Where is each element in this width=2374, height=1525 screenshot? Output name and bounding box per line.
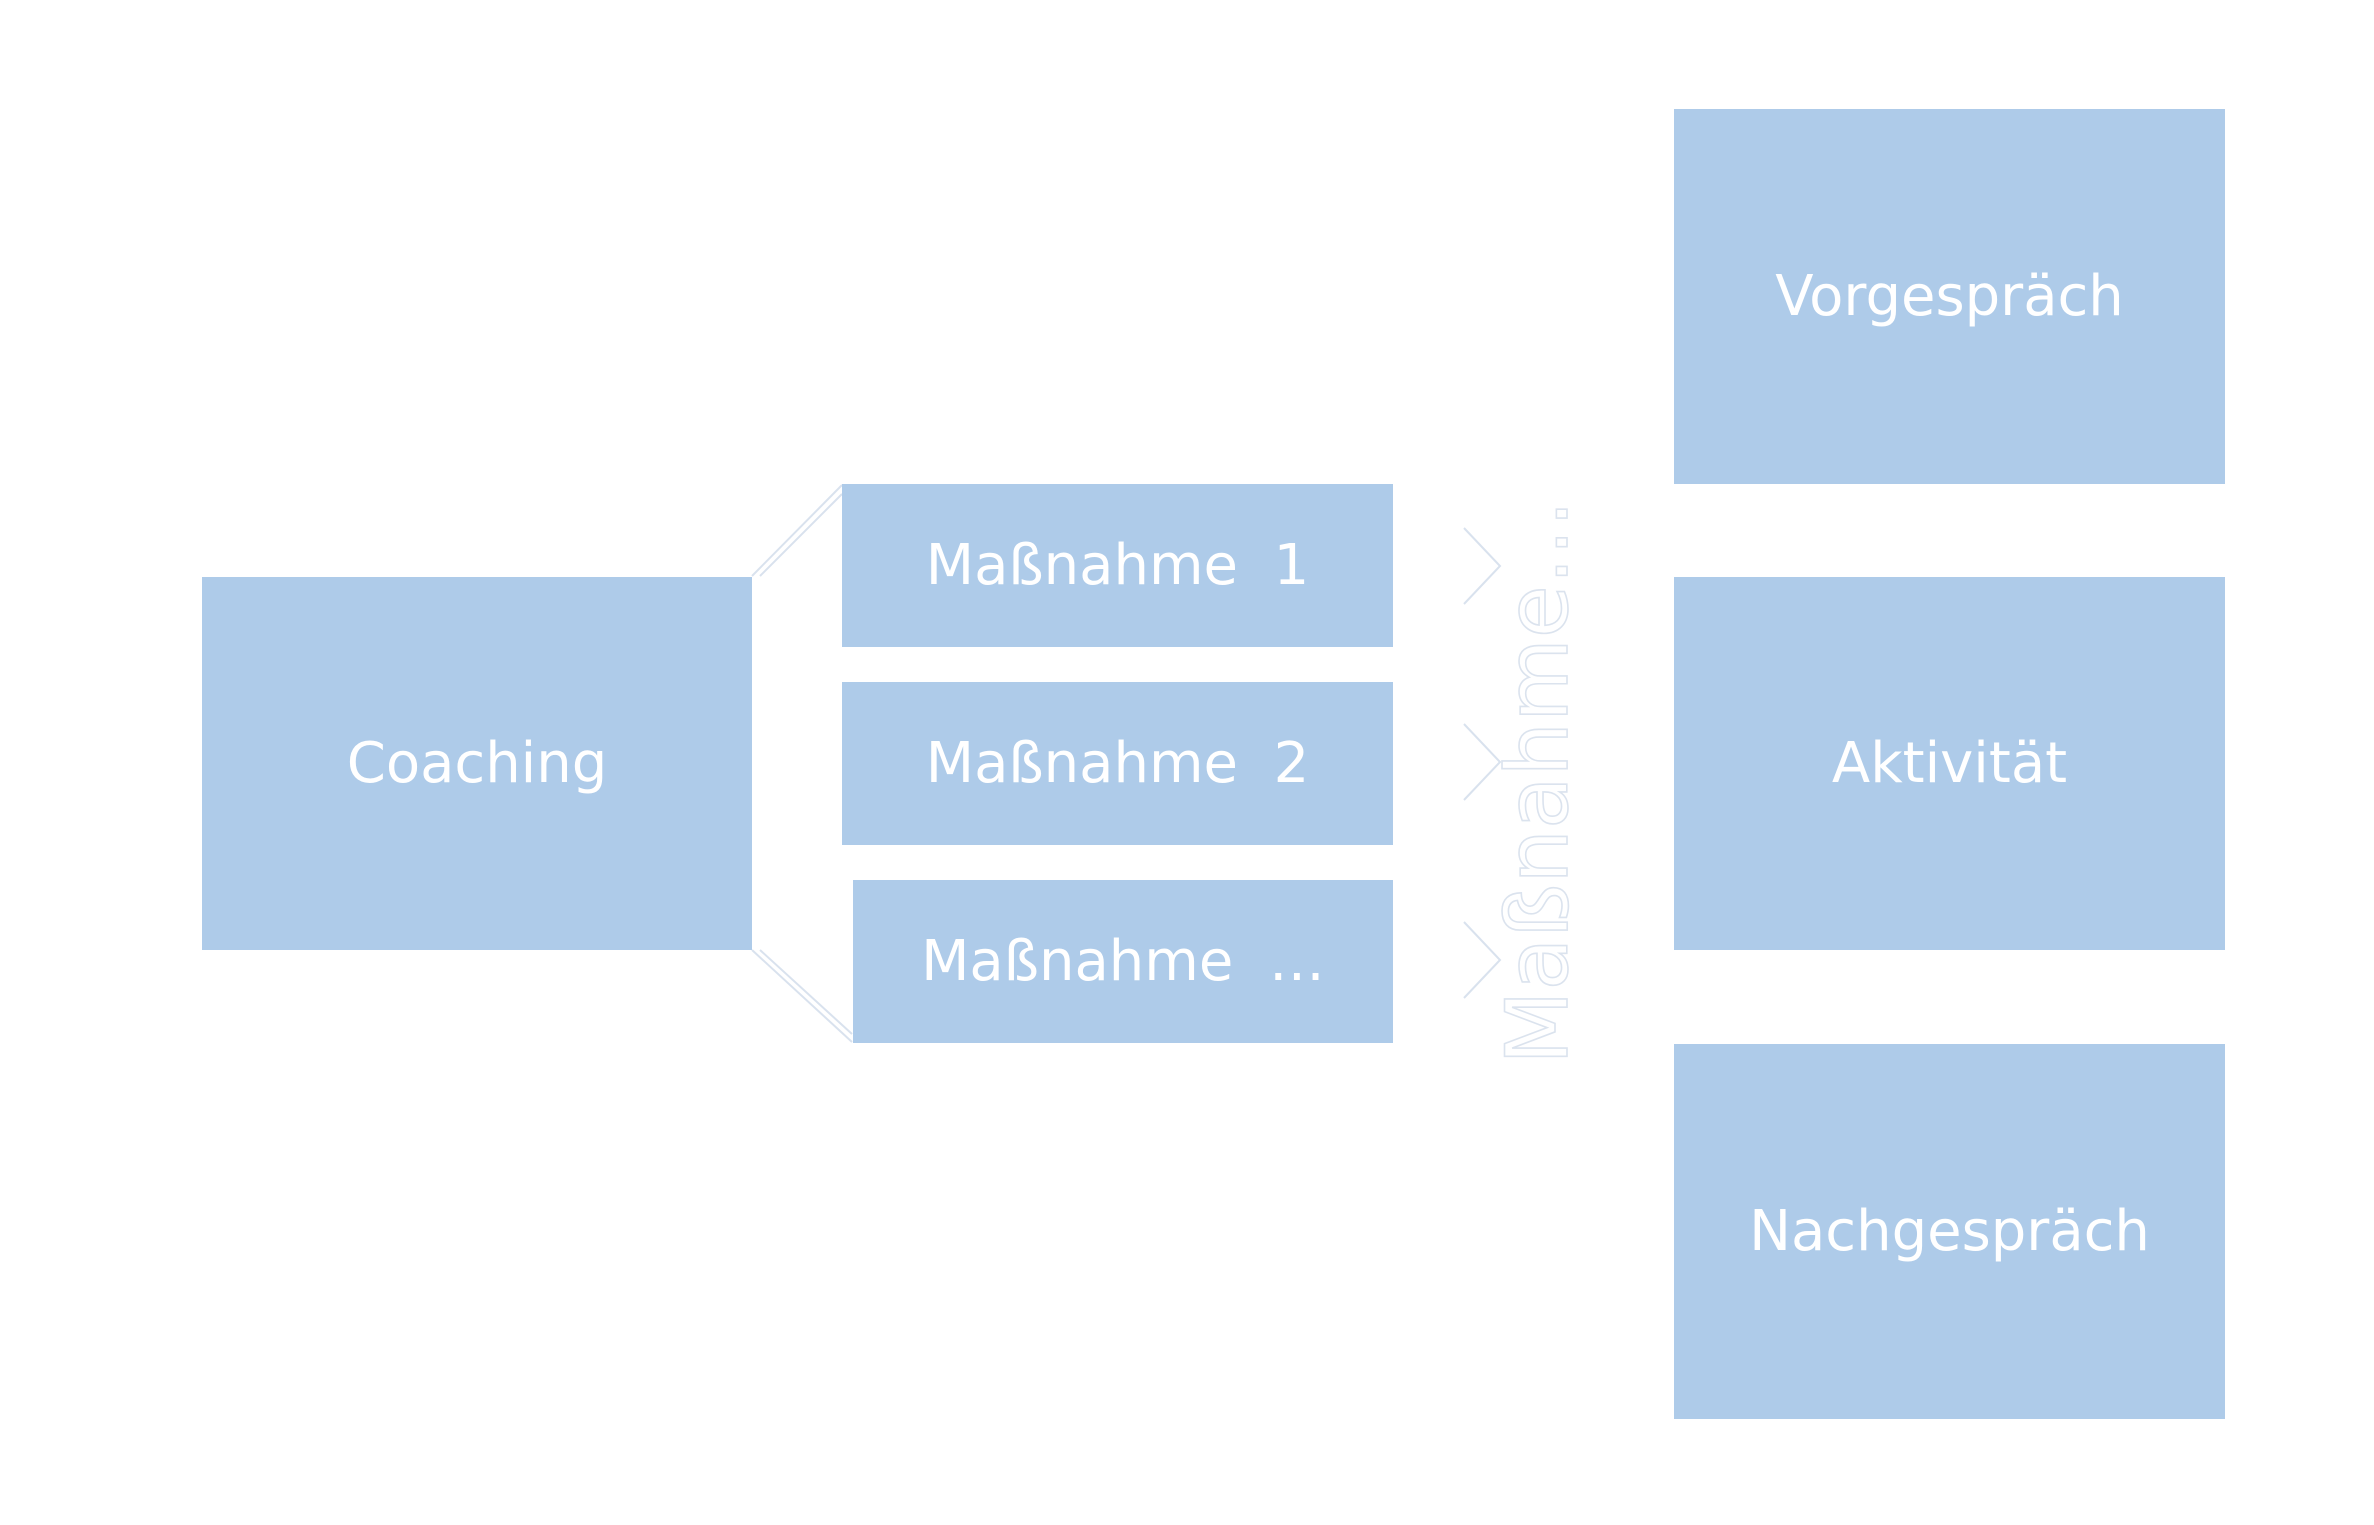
coaching-label: Coaching — [346, 731, 608, 796]
measure-label-3: Maßnahme … — [921, 929, 1325, 994]
connector-line-top-inner — [759, 493, 843, 577]
phase-label-pre-talk: Vorgespräch — [1775, 264, 2124, 329]
phase-label-follow-up: Nachgespräch — [1749, 1199, 2150, 1264]
phase-box-follow-up: Nachgespräch — [1674, 1044, 2225, 1419]
chevron-icon-3 — [1463, 921, 1502, 999]
chevron-icon-1 — [1463, 527, 1502, 605]
connector-line-top — [751, 484, 843, 577]
phase-box-pre-talk: Vorgespräch — [1674, 109, 2225, 484]
chevron-icon-2 — [1463, 723, 1502, 801]
connector-line-bottom — [751, 949, 853, 1043]
connector-line-bottom-inner — [759, 949, 853, 1035]
coaching-box: Coaching — [202, 577, 752, 950]
measure-label-1: Maßnahme 1 — [925, 533, 1310, 598]
measure-label-2: Maßnahme 2 — [925, 731, 1310, 796]
phase-label-activity: Aktivität — [1831, 731, 2068, 796]
measure-box-2: Maßnahme 2 — [842, 682, 1393, 845]
measure-box-1: Maßnahme 1 — [842, 484, 1393, 647]
vertical-measure-label: Maßnahme… — [1487, 498, 1589, 1065]
measure-box-3: Maßnahme … — [853, 880, 1393, 1043]
phase-box-activity: Aktivität — [1674, 577, 2225, 950]
